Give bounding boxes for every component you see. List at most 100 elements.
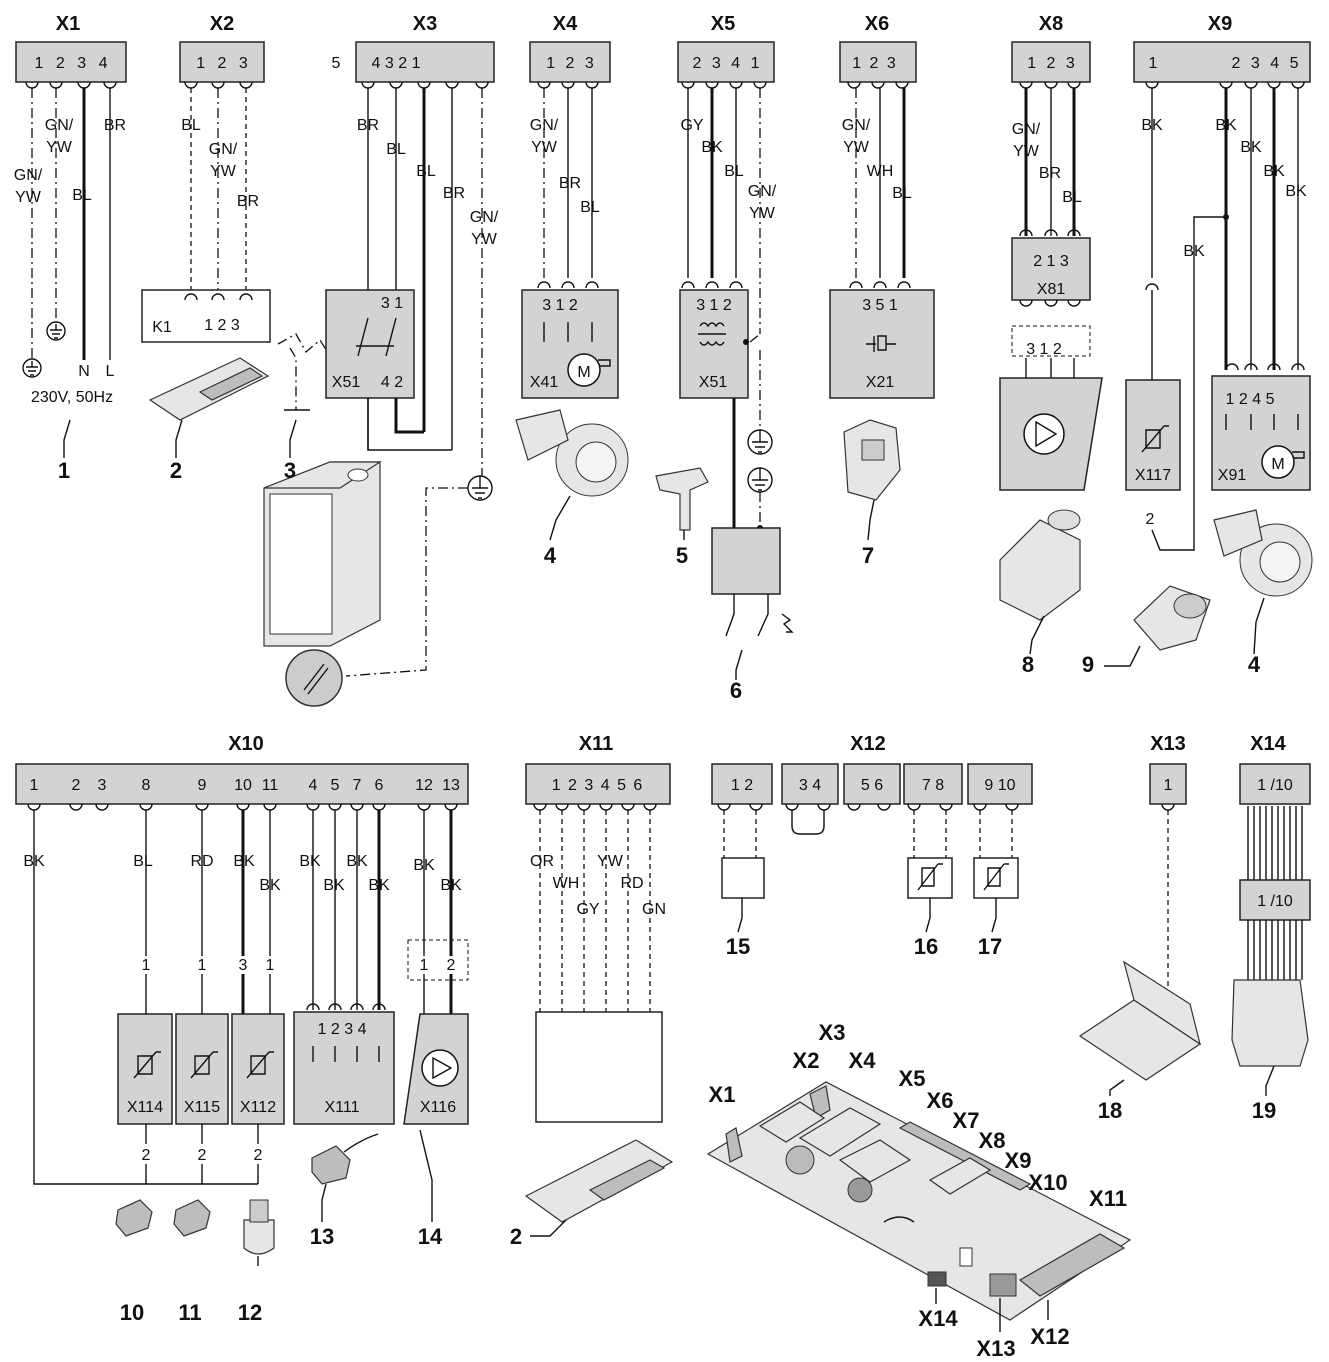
x14-title: X14 [1250, 733, 1286, 755]
x10-title: X10 [228, 733, 264, 755]
callout-2: 2 [170, 458, 182, 483]
x115-sensor-box [175, 1013, 229, 1125]
x12-title: X12 [850, 733, 886, 755]
x21-gas-valve-box [829, 289, 935, 399]
x112-pin-top-b: 1 [266, 957, 275, 974]
x81-pins: 2 1 3 [1033, 253, 1069, 270]
board-label-x12: X12 [1030, 1324, 1069, 1349]
x9-wire-bk-c: BK [1240, 139, 1262, 156]
x8-wire-gnyw-a: GN/ [1012, 121, 1041, 138]
x91-name: X91 [1218, 467, 1247, 484]
x10-wire-bk-7: BK [346, 853, 368, 870]
x1-pins: 1 2 3 4 [35, 55, 108, 72]
x117-sensor-box [1125, 379, 1181, 491]
board-label-x9: X9 [1005, 1148, 1032, 1173]
pump-image [999, 519, 1081, 621]
main-board-image [706, 1081, 1132, 1321]
x117-pin2: 2 [1146, 511, 1155, 528]
x8-title: X8 [1039, 13, 1063, 35]
x10-wire-rd: RD [190, 853, 213, 870]
callout-16: 16 [914, 934, 938, 959]
callout-7: 7 [862, 543, 874, 568]
callouts-bottom: 10 11 12 13 14 2 15 16 17 18 19 [120, 934, 1276, 1325]
x6-wire-bl: BL [892, 185, 912, 202]
x11-group: 1 2 3 4 5 6 OR WH GY YW RD GN [524, 763, 674, 1237]
board-label-x13: X13 [976, 1336, 1015, 1361]
x10-wire-bk-6: BK [368, 877, 390, 894]
board-label-x8: X8 [979, 1128, 1006, 1153]
x8-wire-bl: BL [1062, 189, 1082, 206]
x5-wire-gnyw-b: YW [749, 205, 776, 222]
callout-5: 5 [676, 543, 688, 568]
x8-pins: 1 2 3 [1027, 55, 1075, 72]
x4-wire-gnyw-a: GN/ [530, 117, 559, 134]
board-label-x4: X4 [849, 1048, 877, 1073]
x12-block-3 [843, 763, 901, 805]
x2-wire-bl: BL [181, 117, 201, 134]
x5-wire-bl: BL [724, 163, 744, 180]
x10-wire-bk-13: BK [440, 877, 462, 894]
x1-wiring: GN/ YW GN/ YW BL BR N L 230V, 50Hz [14, 88, 126, 458]
x10-pin-4: 4 [309, 777, 318, 794]
x3-pin5: 5 [332, 55, 341, 72]
x14-group: 1 /10 1 /10 [1231, 763, 1311, 1096]
callout-1: 1 [58, 458, 70, 483]
x9-pins: 2 3 4 5 [1232, 55, 1299, 72]
callout-4b: 4 [1248, 652, 1261, 677]
callout-14: 14 [418, 1224, 443, 1249]
x5-wire-bk: BK [701, 139, 723, 156]
x9-wire-bk-b: BK [1215, 117, 1237, 134]
x6-wire-wh: WH [867, 163, 894, 180]
main-board: X1 X2 X3 X4 X5 X6 X7 X8 X9 X10 X11 X14 X… [706, 1020, 1132, 1361]
x10-pin-7: 7 [353, 777, 362, 794]
board-label-x7: X7 [953, 1108, 980, 1133]
x8-wire-br: BR [1039, 165, 1061, 182]
x1-wire-bl: BL [72, 187, 92, 204]
pin-taps-top [25, 81, 1305, 89]
callout-15: 15 [726, 934, 750, 959]
x1-wire-br: BR [104, 117, 126, 134]
k1-box [141, 289, 271, 343]
x2-wire-gnyw-a: GN/ [209, 141, 238, 158]
callout-10: 10 [120, 1300, 144, 1325]
x3-wire-bl-a: BL [386, 141, 406, 158]
x117-name: X117 [1135, 467, 1171, 484]
x4-wiring: GN/ YW BR BL 3 1 2 X41 M [515, 88, 629, 541]
x12-pins-3-4: 3 4 [799, 777, 821, 794]
x11-wire-gy: GY [576, 901, 599, 918]
x81-box [1011, 237, 1091, 301]
board-label-x11: X11 [1089, 1186, 1127, 1211]
x114-pin-bottom: 2 [142, 1147, 151, 1164]
x5-wire-gnyw-a: GN/ [748, 183, 777, 200]
board-label-x5: X5 [899, 1066, 926, 1091]
pressure-sensor-image [243, 1219, 275, 1255]
x116-name: X116 [420, 1099, 456, 1116]
x3-wire-gnyw-a: GN/ [470, 209, 499, 226]
x3-wiring: BR BL BL BR GN/ YW 3 1 X51 4 2 [263, 88, 499, 707]
x12-pins-1-2: 1 2 [731, 777, 753, 794]
x2-title: X2 [210, 13, 234, 35]
x13-group: 1 [1078, 763, 1202, 1096]
x9-block [1133, 41, 1311, 83]
x81-sub-pins: 3 1 2 [1026, 341, 1062, 358]
x10-block [15, 763, 469, 805]
sensor-image [311, 1145, 351, 1185]
x10-wire-bk-10: BK [233, 853, 255, 870]
x2-wiring: BL GN/ YW BR K1 1 2 3 [141, 88, 271, 458]
display-module-image [1231, 979, 1309, 1067]
x9-wire-bk-a: BK [1141, 117, 1163, 134]
ignition-electrode-box [711, 527, 781, 595]
callout-3: 3 [284, 458, 296, 483]
callout-18: 18 [1098, 1098, 1122, 1123]
x91-motor: M [1271, 456, 1284, 473]
x10-pin-1: 1 [30, 777, 39, 794]
x1-n-label: N [78, 363, 90, 380]
x51-relay-bottom: 4 2 [381, 374, 403, 391]
x3-wire-br-b: BR [443, 185, 465, 202]
x13-title: X13 [1150, 733, 1186, 755]
x1-title: X1 [56, 13, 80, 35]
x10-wiring: BK BL RD BK BK BK BK BK BK BK BK 1 1 3 1… [23, 810, 469, 1266]
board-label-x6: X6 [927, 1088, 954, 1113]
x41-name: X41 [530, 374, 559, 391]
